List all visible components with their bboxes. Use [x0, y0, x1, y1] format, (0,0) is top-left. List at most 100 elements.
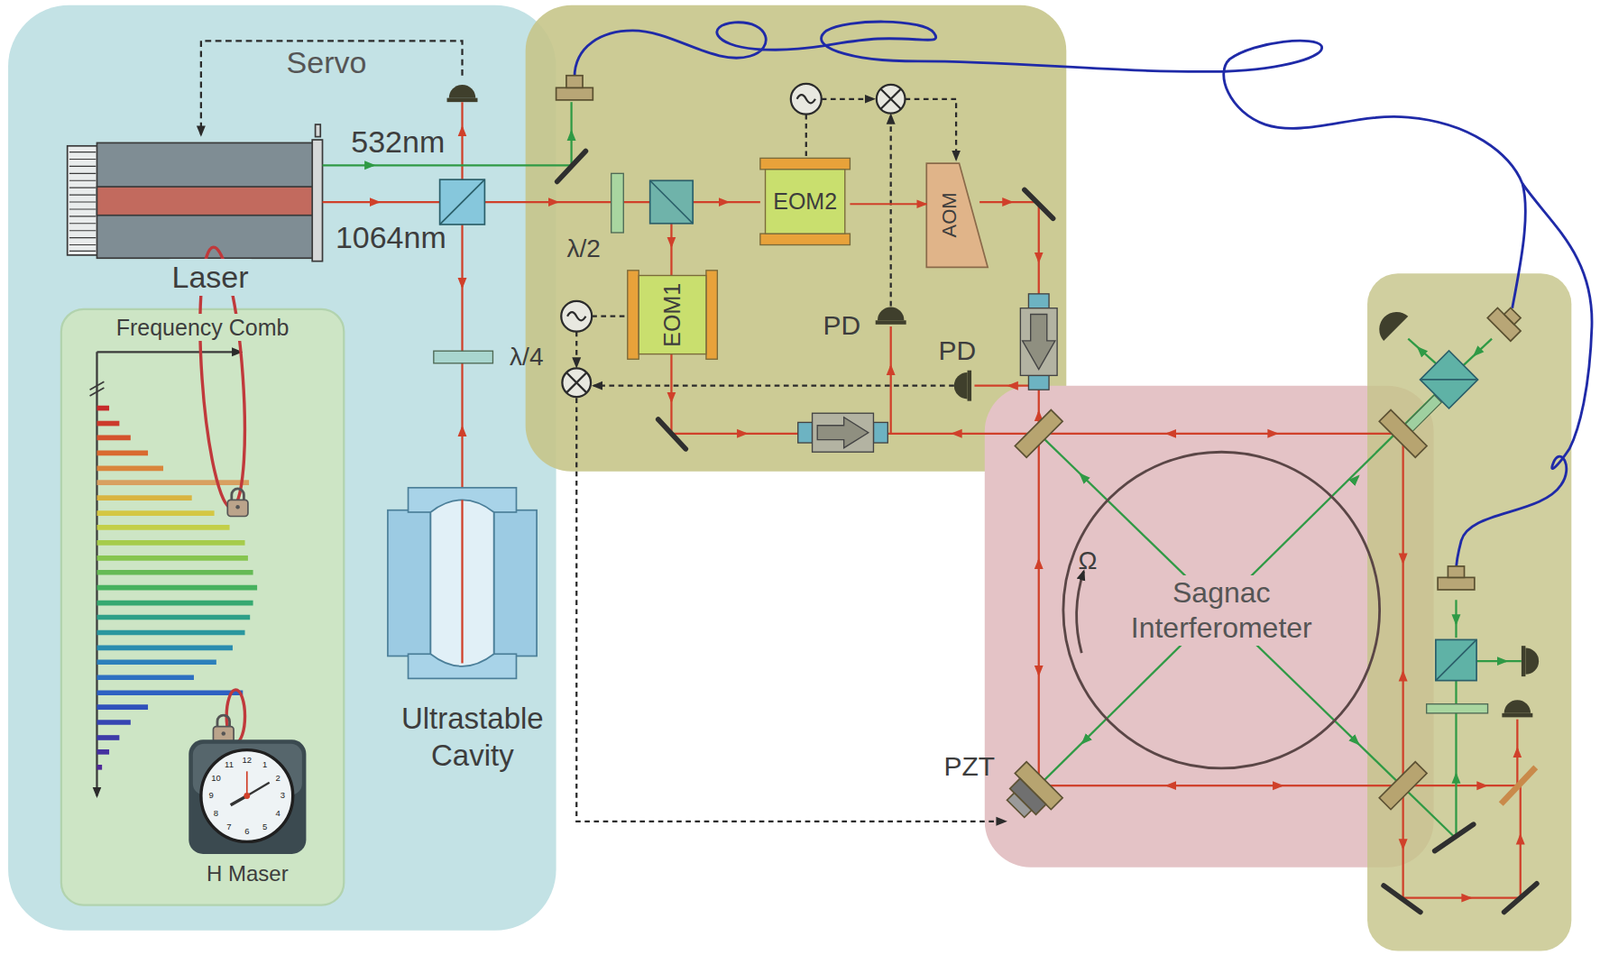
beam-splitter-cube — [1435, 639, 1477, 681]
green-beam — [322, 101, 1522, 837]
laser-beam — [979, 201, 1040, 203]
optical-isolator — [812, 413, 874, 452]
comb-tooth — [96, 749, 110, 755]
fiber-coupler — [556, 75, 1528, 590]
background-region — [1367, 273, 1572, 951]
rotation-label: Ω — [1078, 547, 1098, 576]
green-beam — [570, 131, 572, 133]
comb-tooth — [96, 524, 230, 531]
beam-splitter-cube — [650, 180, 694, 224]
eom-crystal — [627, 270, 639, 359]
fiber-coupler — [556, 87, 594, 101]
rotation-circle — [1063, 451, 1380, 769]
wavelength-label: 1064nm — [335, 220, 447, 255]
lock-icon — [221, 731, 227, 736]
beam-splitter-plate — [1500, 767, 1536, 805]
beam-arrow — [1275, 432, 1277, 435]
rf-electronics — [566, 372, 588, 394]
cavity-mirror — [1014, 409, 1063, 458]
beam-arrow — [1038, 260, 1040, 262]
photodetector — [954, 372, 968, 399]
waveplate — [1426, 704, 1489, 714]
beam-arrow — [1010, 201, 1012, 203]
laser-beam — [1516, 719, 1518, 787]
comb-tooth — [96, 510, 214, 516]
green-beam — [322, 164, 572, 166]
comb-tooth — [96, 615, 250, 621]
rf-electronics — [805, 114, 808, 159]
photodetector — [447, 98, 479, 103]
laser-head — [315, 124, 322, 138]
rf-electronics — [560, 301, 592, 332]
rf-electronics — [797, 94, 816, 103]
comb-tooth — [96, 450, 148, 457]
green-beam — [1039, 393, 1437, 787]
green-beam — [1454, 774, 1457, 776]
eom-crystal — [627, 157, 851, 359]
background-region — [525, 5, 1067, 472]
clock-number: 10 — [211, 772, 221, 782]
photodetector — [1501, 713, 1533, 718]
optical-isolator — [1028, 294, 1049, 309]
laser-box: Laser — [101, 142, 319, 298]
clock-number: 11 — [224, 760, 234, 770]
aom-crystal — [926, 163, 988, 267]
comb-tooth — [96, 704, 148, 710]
laser-beam — [460, 101, 463, 488]
laser-beam — [1403, 896, 1521, 899]
cavity-mirror — [1379, 409, 1427, 458]
optical-fiber — [574, 21, 1592, 572]
comb-tooth — [96, 421, 120, 427]
interferometer-circle: Sagnac Interferometer — [1063, 451, 1380, 769]
mirror — [1024, 189, 1054, 219]
green-beam — [1476, 660, 1522, 663]
cavity-mirror — [1007, 792, 1032, 818]
eom-crystal — [765, 169, 846, 234]
photodetector — [1521, 645, 1527, 677]
ultrastable-cavity — [430, 499, 494, 666]
beam-splitter-cube — [1420, 350, 1479, 409]
mirror — [1383, 885, 1421, 912]
cavity-mirror — [997, 409, 1427, 827]
laser-head — [69, 152, 96, 252]
background-region — [8, 5, 1572, 952]
cavity-mirror — [1014, 409, 1063, 458]
comb-tooth — [96, 555, 248, 561]
beam-splitter-cube — [1435, 639, 1477, 681]
clock-icon — [188, 739, 306, 855]
green-beam — [1357, 743, 1359, 745]
optical-isolator — [798, 294, 1058, 452]
beam-arrow — [1009, 385, 1011, 387]
mirror — [1434, 824, 1474, 851]
beam-splitter-cube — [440, 179, 486, 225]
optical-isolator — [798, 422, 813, 443]
photodetector — [967, 370, 973, 402]
clock-number: 7 — [226, 822, 231, 832]
clock-number: 6 — [244, 827, 249, 837]
beam-arrow — [1167, 432, 1168, 435]
comb-tooth — [96, 645, 232, 652]
comb-tooth — [96, 585, 258, 591]
clock-number: 12 — [241, 755, 252, 765]
green-beam — [1082, 742, 1084, 744]
wavelength-label: 532nm — [350, 126, 445, 160]
green-beam — [1461, 339, 1492, 368]
optical-isolator — [817, 417, 869, 449]
comb-tooth — [96, 465, 164, 471]
beam-splitter-cube — [1420, 350, 1479, 409]
mirror — [557, 150, 1537, 912]
node-text: Frequency Comb — [112, 313, 294, 342]
laser-head — [96, 142, 314, 258]
beam-arrow — [1167, 784, 1168, 787]
comb-tooth — [96, 659, 216, 665]
green-beam — [1357, 476, 1359, 478]
modulator-box: EOM2 — [760, 157, 851, 245]
background-region — [984, 386, 1435, 868]
green-beam — [570, 101, 572, 166]
photodetector — [1525, 647, 1539, 674]
fiber-coupler — [1437, 577, 1475, 590]
aom-crystal — [926, 163, 988, 267]
green-beam — [1418, 348, 1420, 350]
